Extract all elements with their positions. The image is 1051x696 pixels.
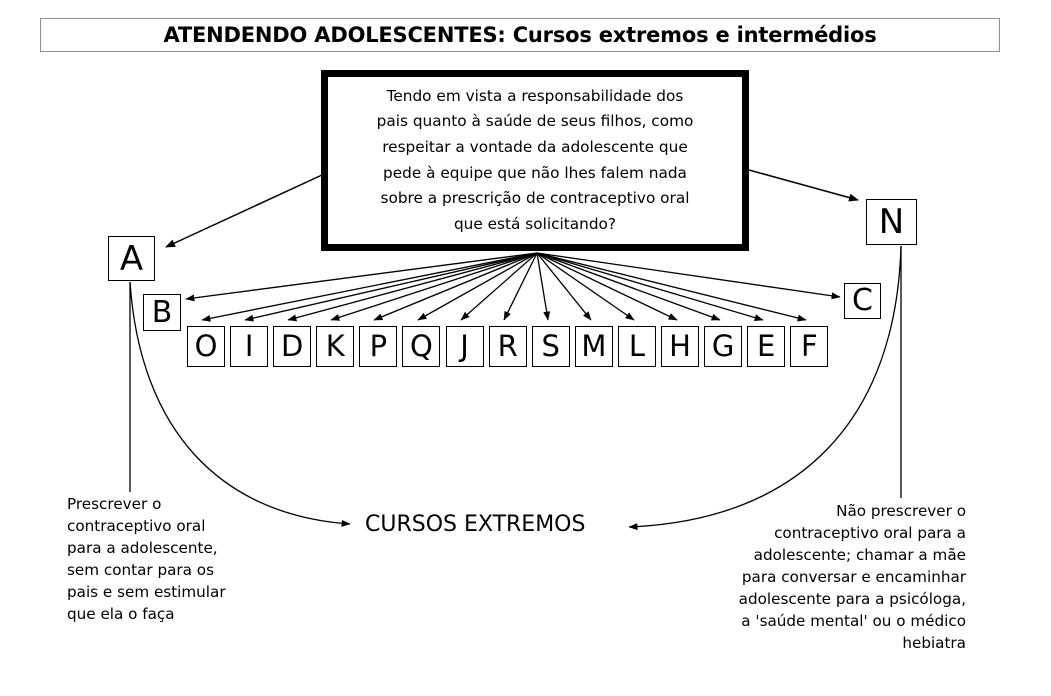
note-extreme-left: Prescrever o contraceptivo oral para a a…	[67, 495, 226, 623]
letter-node-label: R	[497, 329, 518, 363]
letter-node[interactable]: E	[747, 326, 786, 367]
letter-node[interactable]: M	[574, 326, 613, 367]
node-A[interactable]: A	[108, 236, 155, 281]
letter-node[interactable]: R	[488, 326, 527, 367]
note-extreme-right: Não prescrever o contraceptivo oral para…	[738, 502, 966, 652]
title-banner: ATENDENDO ADOLESCENTES: Cursos extremos …	[40, 18, 1000, 52]
page-title: ATENDENDO ADOLESCENTES: Cursos extremos …	[163, 23, 877, 47]
node-B-label: B	[151, 294, 173, 330]
letter-node[interactable]: G	[704, 326, 743, 367]
arrow-box-to-A	[165, 174, 323, 248]
central-question-box: Tendo em vista a responsabilidade dos pa…	[321, 70, 749, 251]
letter-node[interactable]: P	[359, 326, 398, 367]
letter-node-label: M	[581, 329, 607, 363]
letter-node-label: O	[194, 329, 218, 363]
letter-node-label: L	[628, 329, 646, 363]
arrow-box-to-B	[185, 252, 538, 302]
arrow-fan-to-letters	[201, 252, 807, 322]
arrow-box-to-C	[536, 252, 841, 300]
node-C-label: C	[852, 283, 873, 318]
letter-node[interactable]: F	[790, 326, 829, 367]
letter-node-label: K	[325, 329, 345, 363]
node-N[interactable]: N	[866, 199, 917, 245]
node-C[interactable]: C	[844, 283, 881, 319]
cursos-extremos-label: CURSOS EXTREMOS	[365, 512, 586, 537]
letter-node[interactable]: D	[273, 326, 312, 367]
letter-node[interactable]: H	[661, 326, 700, 367]
central-question-text: Tendo em vista a responsabilidade dos pa…	[376, 86, 694, 233]
letter-node[interactable]: I	[230, 326, 269, 367]
letter-node[interactable]: O	[187, 326, 225, 367]
letter-node[interactable]: K	[316, 326, 355, 367]
letter-node-label: F	[800, 329, 818, 363]
letter-node-label: D	[281, 329, 304, 363]
letter-node-label: J	[460, 329, 469, 363]
arrow-box-to-N	[748, 169, 859, 202]
letter-node-label: H	[669, 329, 691, 363]
letter-node-label: P	[369, 329, 388, 363]
node-N-label: N	[878, 202, 905, 242]
letter-node[interactable]: Q	[402, 326, 441, 367]
node-B[interactable]: B	[143, 294, 181, 331]
letter-node-label: G	[711, 329, 735, 363]
letter-node[interactable]: L	[617, 326, 656, 367]
letter-node[interactable]: S	[531, 326, 570, 367]
node-A-label: A	[119, 238, 144, 279]
letter-node-label: I	[244, 329, 254, 363]
letter-node-label: Q	[410, 329, 433, 363]
letter-node[interactable]: J	[445, 326, 484, 367]
letter-node-label: S	[541, 329, 560, 363]
letter-node-label: E	[757, 329, 776, 363]
